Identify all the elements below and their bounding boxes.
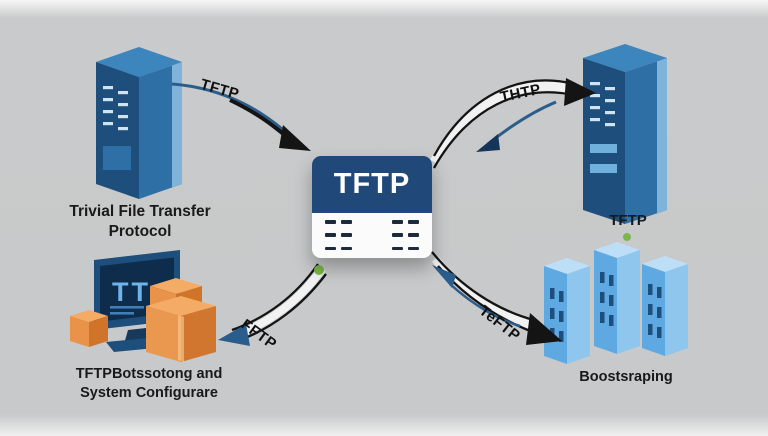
label-line-2: System Configurare bbox=[80, 384, 218, 401]
tftp-node: TFTP bbox=[312, 156, 432, 258]
arrow-top-left bbox=[171, 82, 311, 151]
arrow-top-right bbox=[430, 78, 596, 169]
server-tower-top-left-icon bbox=[96, 47, 182, 199]
port-dashes-right bbox=[392, 220, 419, 250]
label-line-1: TFTPBotssotong and bbox=[75, 366, 223, 382]
server-tower-top-right-icon bbox=[583, 44, 667, 224]
package-boxes-icon bbox=[70, 278, 216, 362]
tftp-node-title: TFTP bbox=[312, 156, 432, 213]
label-top-left-node: Trivial File Transfer Protocol bbox=[40, 202, 240, 242]
monitor-screen-text: TT bbox=[112, 277, 151, 307]
arrow-bottom-right bbox=[431, 251, 562, 345]
label-bottom-left-node: TFTPBotssotong and System Configurare bbox=[48, 365, 250, 403]
label-line-2: Protocol bbox=[108, 223, 172, 241]
server-rack-bottom-right-icon bbox=[544, 242, 688, 364]
connector-dot-green-left bbox=[314, 265, 324, 275]
label-bottom-right-node: Boostsraping bbox=[579, 369, 673, 385]
arrow-bottom-left bbox=[218, 263, 327, 346]
label-top-right-node: TFTP bbox=[609, 212, 647, 229]
label-line-1: Trivial File Transfer bbox=[69, 203, 211, 220]
tftp-node-ports bbox=[312, 213, 432, 258]
port-dashes-left bbox=[325, 220, 352, 250]
connector-dot-green-right bbox=[623, 233, 631, 241]
